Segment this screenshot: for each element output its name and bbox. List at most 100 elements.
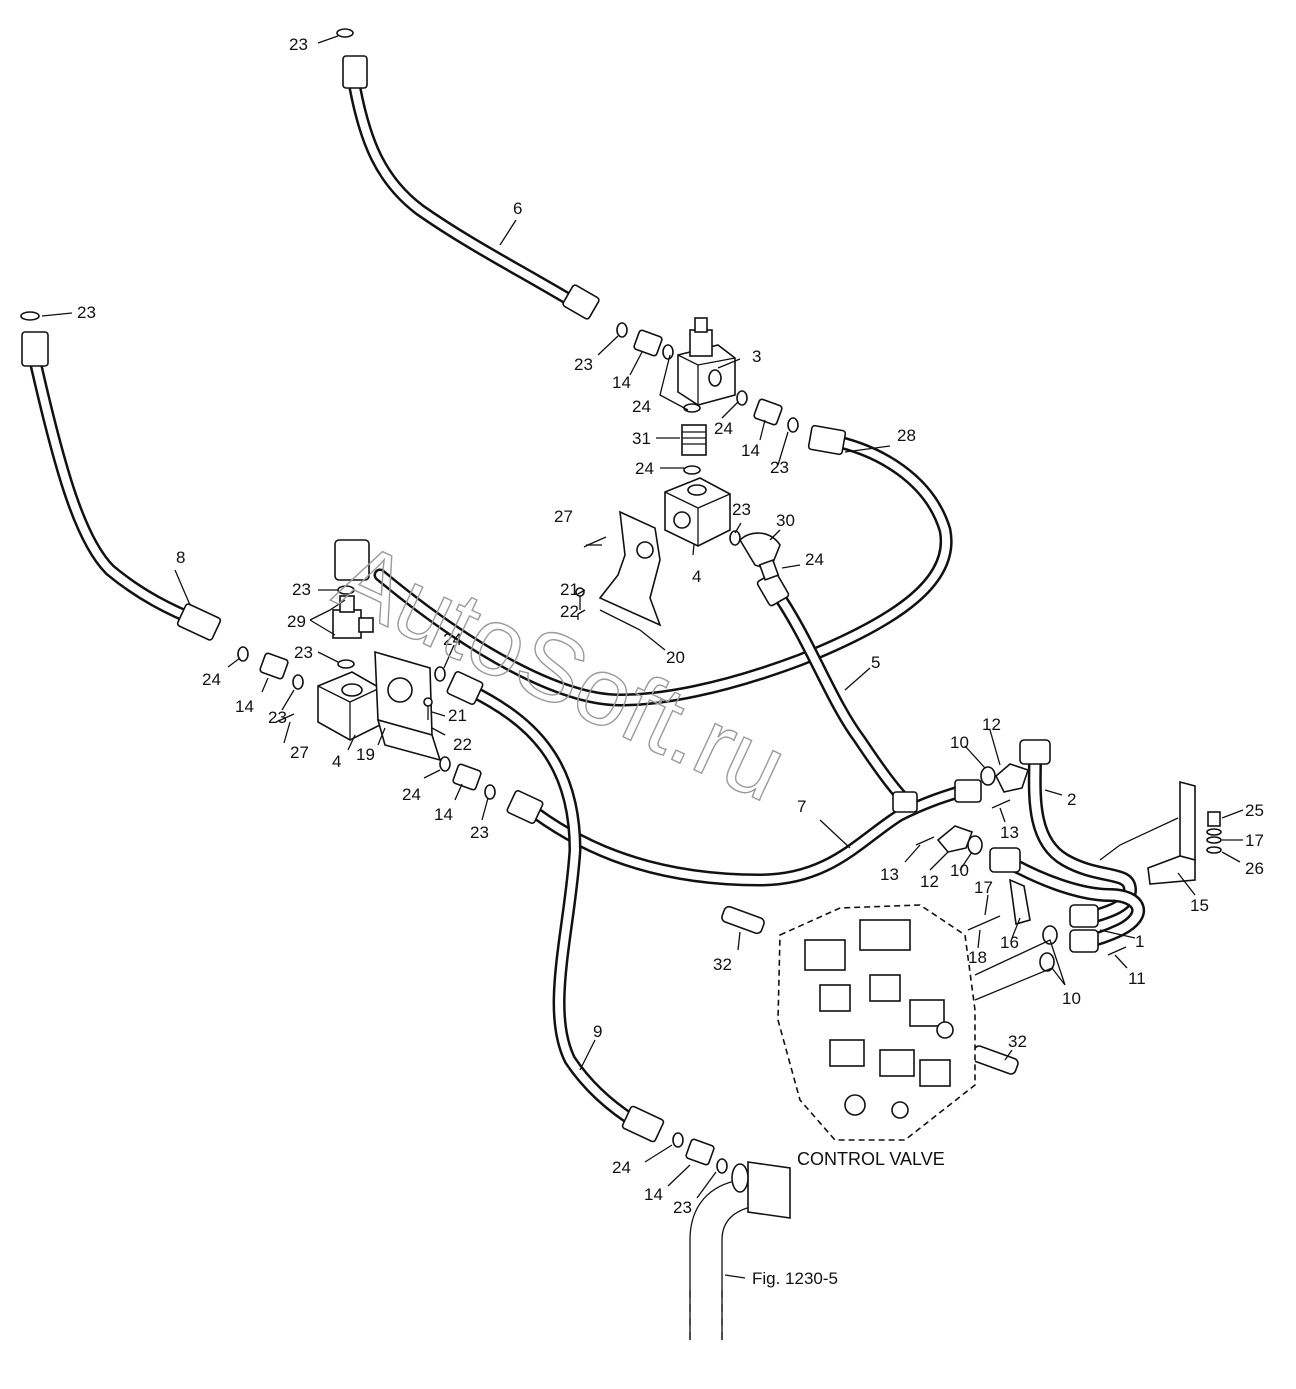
hose-5 [768, 583, 912, 807]
o-rings [20, 28, 1058, 1174]
hose-28 [373, 433, 953, 707]
bracket-20 [598, 510, 662, 627]
callout-23: 23 [268, 708, 287, 727]
callout-26: 26 [1245, 859, 1264, 878]
callout-12: 12 [982, 715, 1001, 734]
elbow-fitting-30 [738, 532, 781, 581]
hose-8 [29, 358, 207, 629]
callout-31: 31 [632, 429, 651, 448]
callout-14: 14 [434, 805, 453, 824]
hose-8-bottom-fitting [176, 603, 222, 641]
callout-22: 22 [560, 602, 579, 621]
callout-17: 17 [1245, 831, 1264, 850]
callout-1: 1 [1135, 932, 1144, 951]
callout-24: 24 [443, 630, 462, 649]
hose-6-top-fitting [342, 55, 368, 89]
hose-7-right-fitting [954, 779, 982, 803]
pipe-1 [989, 847, 1146, 953]
leader-lines [41, 35, 1244, 1279]
hose-28-left-elbow [334, 539, 370, 581]
flange-halves-12 [936, 763, 1030, 853]
callout-21: 21 [560, 580, 579, 599]
hose-5-bottom-fitting [892, 791, 918, 813]
callout-12: 12 [920, 872, 939, 891]
callout-27: 27 [290, 743, 309, 762]
hose-9 [463, 683, 647, 1132]
callout-23: 23 [292, 580, 311, 599]
callout-30: 30 [776, 511, 795, 530]
callout-labels: 23 6 23 23 14 3 24 24 14 23 28 31 24 27 … [77, 35, 1264, 1217]
hose-end-fittings [21, 55, 982, 1143]
callout-25: 25 [1245, 801, 1264, 820]
adapters-14 [259, 329, 783, 1166]
callout-7: 7 [797, 797, 806, 816]
return-pipe [689, 1161, 791, 1345]
callout-14: 14 [612, 373, 631, 392]
callout-24: 24 [635, 459, 654, 478]
callout-18: 18 [968, 948, 987, 967]
callout-6: 6 [513, 199, 522, 218]
hose-7-left-fitting [506, 789, 544, 825]
hose-9-top-fitting [446, 670, 484, 706]
block-4-upper [664, 477, 731, 547]
callout-24: 24 [632, 397, 651, 416]
plugs-32 [721, 905, 1019, 1075]
callout-14: 14 [741, 441, 760, 460]
callout-23: 23 [470, 823, 489, 842]
tee-fitting-29 [332, 595, 374, 639]
relief-valve-3 [677, 317, 736, 406]
callout-10: 10 [950, 733, 969, 752]
callout-24: 24 [714, 419, 733, 438]
callout-10: 10 [1062, 989, 1081, 1008]
adapter-31 [681, 424, 707, 456]
callout-32: 32 [1008, 1032, 1027, 1051]
callout-9: 9 [593, 1022, 602, 1041]
control-valve-caption: CONTROL VALVE [797, 1149, 945, 1169]
callout-22: 22 [453, 735, 472, 754]
callout-24: 24 [402, 785, 421, 804]
callout-2: 2 [1067, 790, 1076, 809]
hose-9-bottom-fitting [621, 1105, 665, 1143]
callout-16: 16 [1000, 933, 1019, 952]
callout-29: 29 [287, 612, 306, 631]
callout-5: 5 [871, 653, 880, 672]
callout-19: 19 [356, 745, 375, 764]
callout-23: 23 [574, 355, 593, 374]
callout-24: 24 [612, 1158, 631, 1177]
callout-23: 23 [673, 1198, 692, 1217]
hose-7 [518, 783, 972, 887]
callout-8: 8 [176, 548, 185, 567]
pipe-2 [1019, 739, 1137, 927]
callout-14: 14 [235, 697, 254, 716]
hose-28-right-fitting [807, 424, 847, 456]
block-4-lower [317, 671, 381, 741]
figure-reference: Fig. 1230-5 [752, 1269, 838, 1288]
callout-4: 4 [332, 752, 341, 771]
callout-21: 21 [448, 706, 467, 725]
callout-24: 24 [202, 670, 221, 689]
callout-4: 4 [692, 567, 701, 586]
callout-23: 23 [294, 643, 313, 662]
callout-28: 28 [897, 426, 916, 445]
callout-13: 13 [1000, 823, 1019, 842]
callout-10: 10 [950, 861, 969, 880]
callout-17: 17 [974, 878, 993, 897]
callout-23: 23 [289, 35, 308, 54]
callout-24: 24 [805, 550, 824, 569]
callout-3: 3 [752, 347, 761, 366]
callout-32: 32 [713, 955, 732, 974]
callout-11: 11 [1128, 969, 1146, 988]
callout-20: 20 [666, 648, 685, 667]
callout-14: 14 [644, 1185, 663, 1204]
callout-23: 23 [770, 458, 789, 477]
callout-13: 13 [880, 865, 899, 884]
callout-27: 27 [554, 507, 573, 526]
callout-15: 15 [1190, 896, 1209, 915]
hose-6-bottom-fitting [562, 284, 600, 320]
control-valve-body [777, 904, 976, 1141]
hose-6 [348, 81, 587, 313]
hose-8-top-fitting [21, 331, 49, 367]
callout-23: 23 [732, 500, 751, 519]
